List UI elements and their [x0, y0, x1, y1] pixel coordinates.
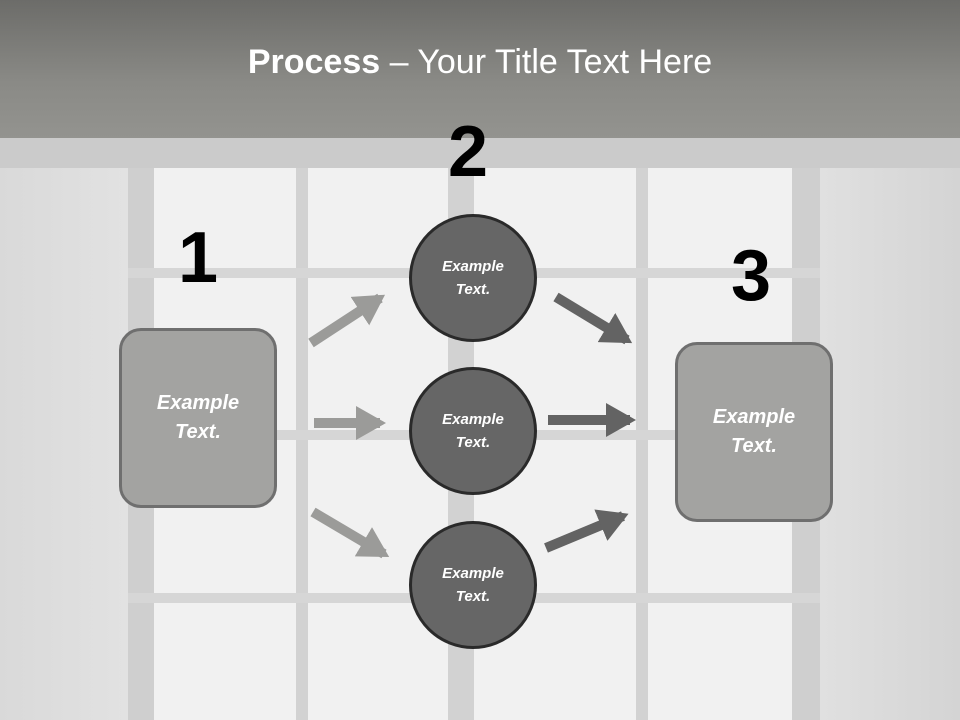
step-2-circle-top[interactable]: Example Text. — [409, 214, 537, 342]
slide-title[interactable]: Process – Your Title Text Here — [248, 43, 712, 82]
circle-bottom-text: Example Text. — [428, 562, 518, 608]
step-2-circle-middle[interactable]: Example Text. — [409, 367, 537, 495]
circle-bottom-line2: Text. — [455, 588, 491, 605]
step-3-text: Example Text. — [699, 403, 809, 461]
circle-top-line2: Text. — [455, 281, 491, 298]
circle-top-line1: Example — [442, 258, 504, 275]
step-1-text-line2: Text. — [175, 421, 221, 443]
step-1-text: Example Text. — [143, 389, 253, 447]
step-number-1: 1 — [178, 218, 219, 298]
step-number-2: 2 — [448, 112, 489, 192]
step-number-3: 3 — [731, 236, 772, 316]
window-mullion-3 — [636, 138, 648, 720]
arrow-bottom-to-right — [544, 509, 629, 553]
arrow-left-to-bottom — [310, 507, 390, 559]
title-bold: Process — [247, 42, 381, 81]
step-3-text-line1: Example — [712, 406, 796, 428]
window-mullion-1 — [296, 138, 308, 720]
step-3-text-line2: Text. — [731, 435, 777, 457]
title-bar: Process – Your Title Text Here — [0, 0, 960, 138]
circle-bottom-line1: Example — [442, 565, 504, 582]
step-2-circle-bottom[interactable]: Example Text. — [409, 521, 537, 649]
arrow-top-to-right — [553, 292, 633, 345]
step-1-box[interactable]: Example Text. — [119, 328, 277, 508]
circle-middle-line2: Text. — [455, 434, 491, 451]
title-rest: – Your Title Text Here — [380, 42, 713, 81]
step-1-text-line1: Example — [156, 392, 240, 414]
step-3-box[interactable]: Example Text. — [675, 342, 833, 522]
header-shadow-band — [0, 138, 960, 168]
circle-middle-line1: Example — [442, 411, 504, 428]
arrow-left-to-top — [308, 293, 386, 348]
circle-top-text: Example Text. — [428, 255, 518, 301]
circle-middle-text: Example Text. — [428, 408, 518, 454]
